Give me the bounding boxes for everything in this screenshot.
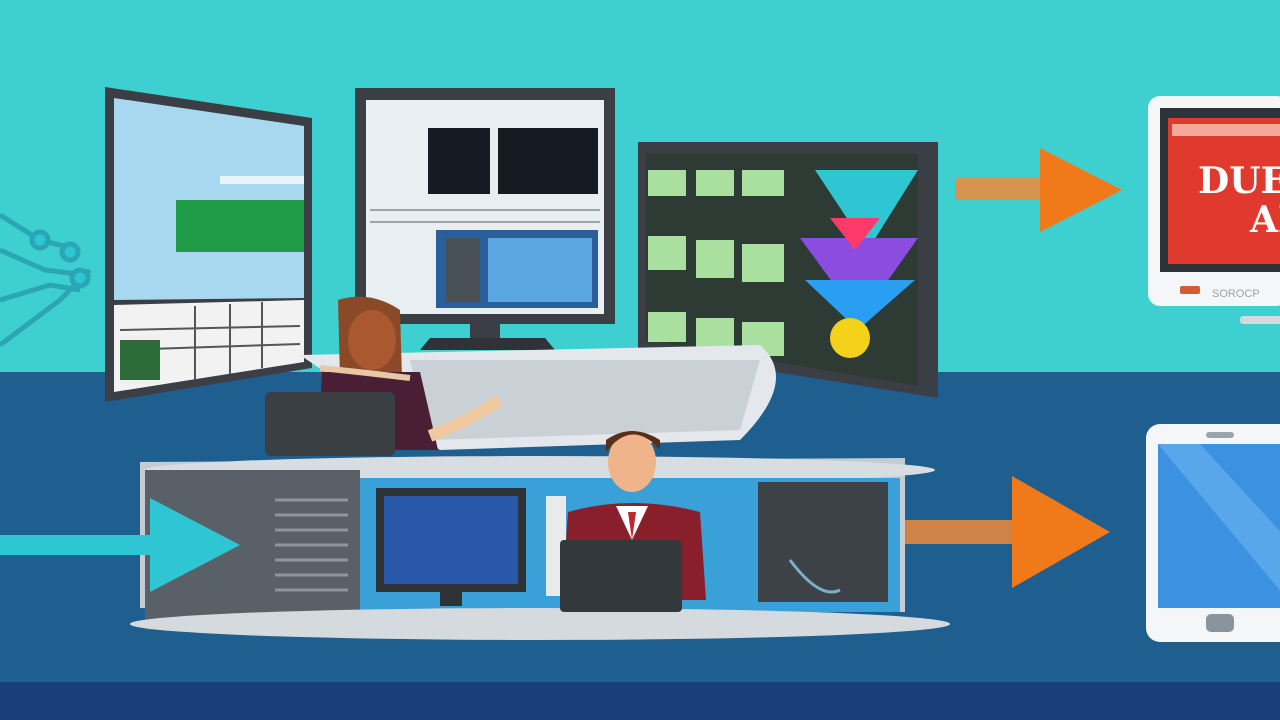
sign-line2: AL <box>1249 199 1280 241</box>
right-monitor <box>638 142 938 398</box>
sign-footer: SOROCP <box>1212 288 1260 300</box>
bottom-arrow-icon <box>905 476 1110 588</box>
center-monitor <box>355 88 615 350</box>
circuit-graphic <box>0 212 92 347</box>
top-arrow-icon <box>955 148 1122 232</box>
male-operator <box>560 431 706 612</box>
female-operator <box>265 296 504 456</box>
left-cyan-arrow-icon <box>0 498 240 592</box>
bottom-band <box>0 682 1280 720</box>
sign-line1: DUERR <box>1198 160 1280 202</box>
left-monitor <box>105 87 312 402</box>
tablet-device <box>1146 424 1280 642</box>
display-sign: DUERR AL SOROCP <box>1148 96 1280 324</box>
